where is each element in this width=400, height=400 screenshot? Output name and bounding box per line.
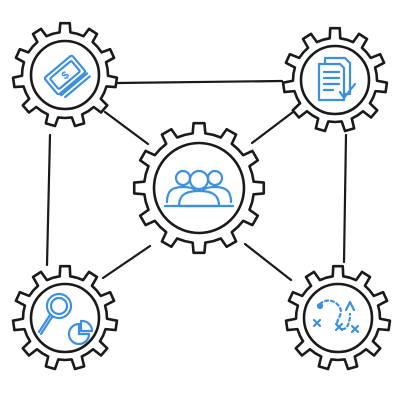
gear-bottom-left <box>11 264 119 371</box>
edge-top-left-center <box>103 110 150 146</box>
gear-hub <box>29 282 101 354</box>
gear-bottom-right <box>284 264 392 371</box>
strategy-play-icon <box>312 299 360 334</box>
gear-hub <box>29 39 101 111</box>
team-people-icon <box>163 169 235 208</box>
gear-top-right <box>281 26 389 133</box>
gear-top-left: $ <box>11 21 119 128</box>
search-analytics-icon <box>37 292 94 346</box>
documents-checklist-icon <box>317 56 357 102</box>
edge-top-left-top-right <box>116 79 284 85</box>
edge-top-left-bottom-left <box>45 133 52 267</box>
gear-hub <box>302 282 374 354</box>
gear-center <box>132 121 266 255</box>
edge-bottom-right-center <box>243 242 293 282</box>
edge-bottom-left-center <box>101 244 152 280</box>
edge-top-right-bottom-right <box>342 133 348 264</box>
connections <box>45 79 348 282</box>
edge-top-right-center <box>250 110 295 145</box>
